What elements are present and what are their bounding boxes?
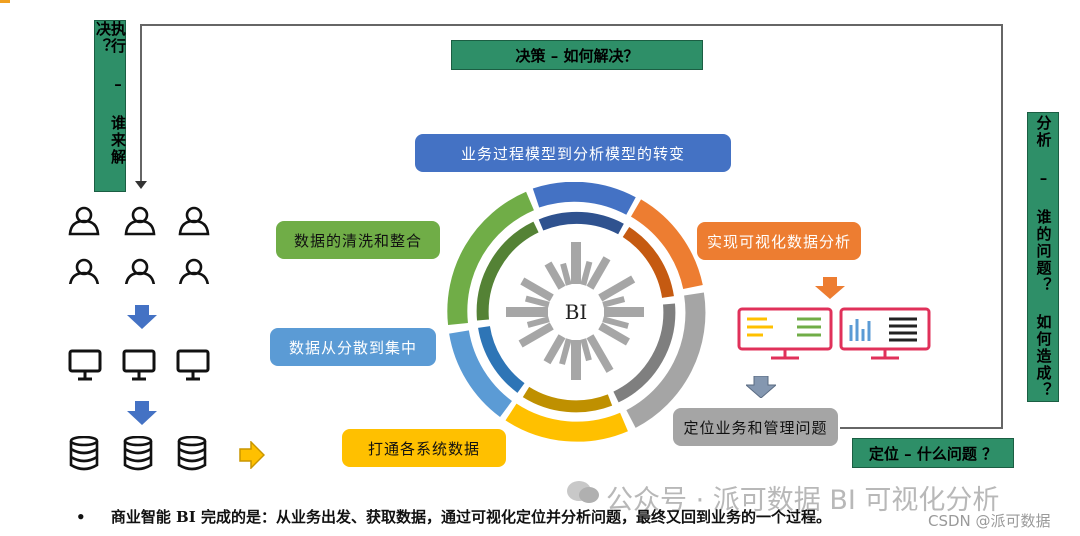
- frame-right-line: [1001, 24, 1003, 428]
- bi-center-label: BI: [556, 300, 596, 324]
- locate-label: 定位 – 什么问题 ？: [852, 438, 1014, 468]
- execute-label: 执行 – 谁来解决？: [94, 20, 126, 192]
- arrow-down-icon: [127, 305, 157, 329]
- step-clean: 数据的清洗和整合: [276, 221, 440, 259]
- step-locate-issue: 定位业务和管理问题: [673, 408, 838, 446]
- arrow-right-icon: [239, 441, 265, 469]
- people-grid: [66, 204, 236, 284]
- database-icon: [68, 436, 218, 472]
- frame-top-line: [140, 24, 1002, 26]
- step-convert: 业务过程模型到分析模型的转变: [415, 134, 731, 172]
- wechat-icon: [566, 479, 600, 505]
- bullet: •: [76, 508, 86, 526]
- watermark-csdn: CSDN @派可数据: [928, 510, 1051, 531]
- summary-text: 商业智能 BI 完成的是：从业务出发、获取数据，通过可视化定位并分析问题，最终又…: [111, 508, 831, 526]
- monitor-icon: [68, 349, 218, 385]
- arrow-down-orange-icon: [815, 277, 845, 299]
- step-centralize: 数据从分散到集中: [270, 328, 436, 366]
- frame-left-line: [140, 24, 142, 184]
- arrow-down-grey-icon: [746, 376, 776, 398]
- corner-accent: [0, 0, 10, 3]
- frame-arrowhead: [135, 181, 147, 189]
- analysis-label: 分析 – 谁的问题？ 如何造成？: [1027, 112, 1059, 402]
- arrow-down-icon-2: [127, 401, 157, 425]
- dashboard-icon: [737, 307, 937, 363]
- step-visual: 实现可视化数据分析: [697, 222, 861, 260]
- bottom-summary: • 商业智能 BI 完成的是：从业务出发、获取数据，通过可视化定位并分析问题，最…: [76, 506, 831, 527]
- frame-bottom-line: [840, 427, 1003, 429]
- step-connect: 打通各系统数据: [342, 429, 506, 467]
- decision-label: 决策 – 如何解决？: [451, 40, 703, 70]
